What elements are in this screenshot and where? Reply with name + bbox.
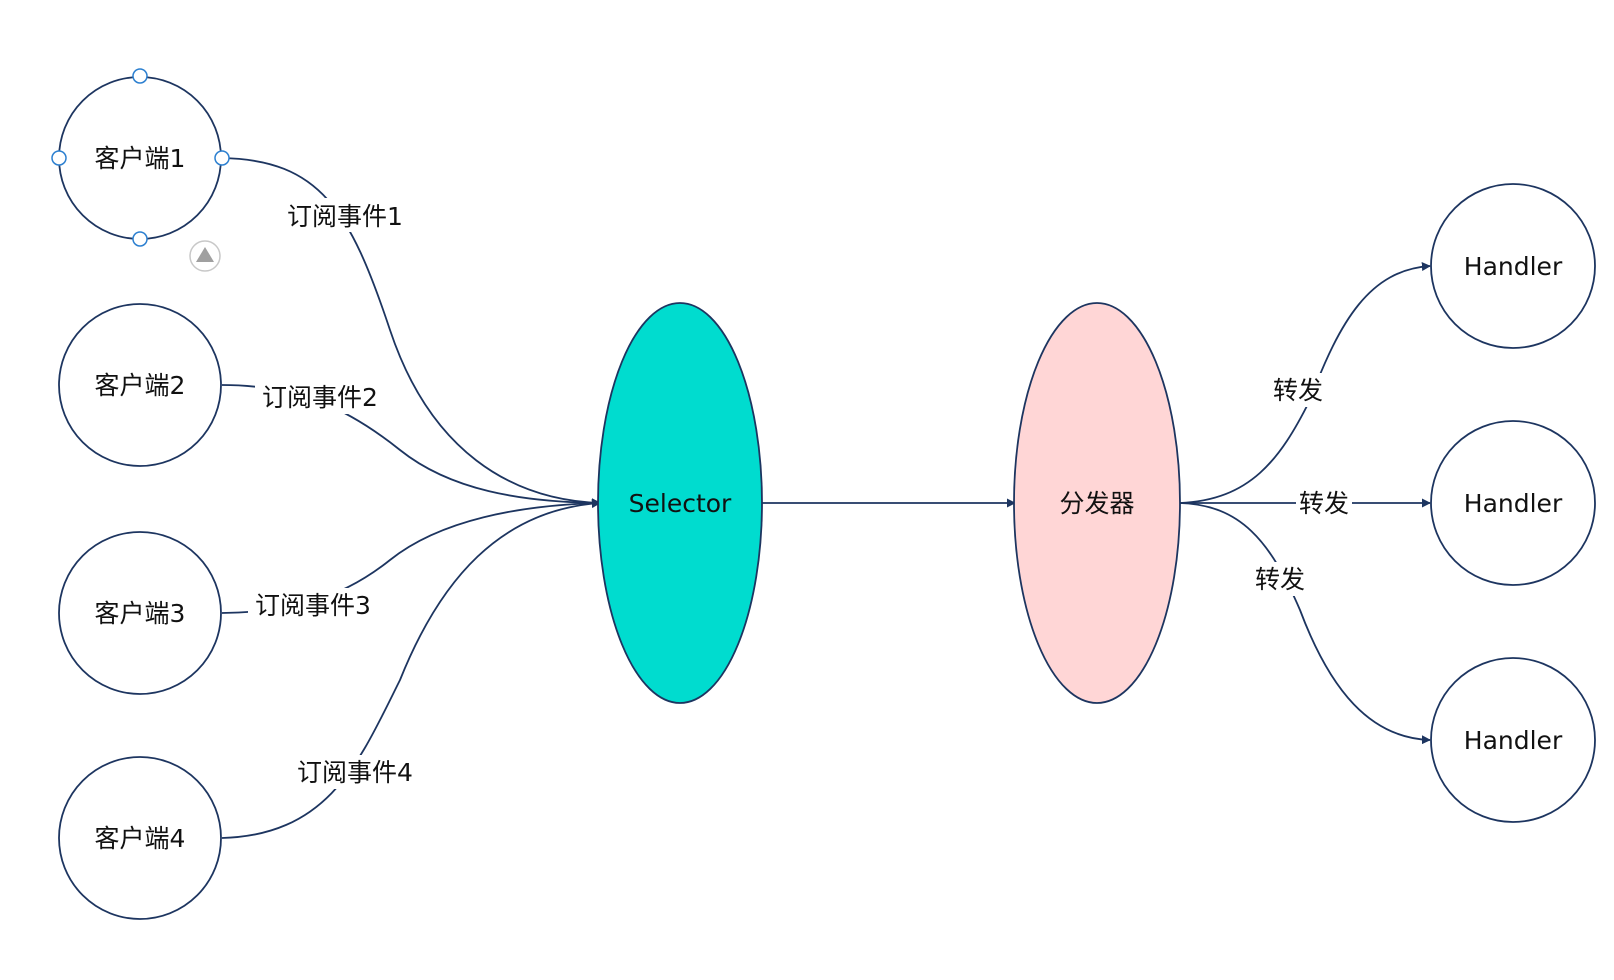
dispatcher-node-label: 分发器	[1059, 489, 1134, 518]
handler-node-3[interactable]: Handler	[1430, 657, 1596, 823]
edge-label-subscribe4: 订阅事件4	[297, 758, 413, 787]
client-node-4-label: 客户端4	[95, 824, 186, 853]
selection-handle-icon[interactable]	[51, 150, 67, 166]
handler-node-2[interactable]: Handler	[1430, 420, 1596, 586]
client-node-3[interactable]: 客户端3	[58, 531, 222, 695]
edge-client4-selector[interactable]	[221, 499, 601, 839]
selection-handle-icon[interactable]	[214, 150, 230, 166]
edge-labels: 订阅事件1 订阅事件2 订阅事件3 订阅事件4 转发 转发 转发	[248, 198, 1352, 789]
selection-handles	[51, 68, 230, 247]
client-node-2-label: 客户端2	[95, 371, 186, 400]
handler-node-3-label: Handler	[1464, 726, 1563, 755]
dispatcher-node[interactable]: 分发器	[1013, 302, 1181, 704]
edge-label-forward2: 转发	[1299, 489, 1349, 518]
client-node-2[interactable]: 客户端2	[58, 303, 222, 467]
handler-node-2-label: Handler	[1464, 489, 1563, 518]
handler-node-1-label: Handler	[1464, 252, 1563, 281]
triangle-up-icon[interactable]	[189, 240, 221, 272]
handler-nodes: Handler Handler Handler	[1430, 183, 1596, 823]
edge-label-forward3: 转发	[1255, 565, 1305, 594]
edge-client1-selector[interactable]	[221, 157, 601, 508]
client-node-3-label: 客户端3	[95, 599, 186, 628]
client-node-4[interactable]: 客户端4	[58, 756, 222, 920]
edge-dispatcher-handler3[interactable]	[1179, 502, 1431, 745]
edge-label-subscribe1: 订阅事件1	[287, 202, 403, 231]
edge-label-forward1: 转发	[1273, 376, 1323, 405]
client-node-1[interactable]: 客户端1	[58, 76, 222, 240]
selection-handle-icon[interactable]	[132, 231, 148, 247]
edge-label-subscribe2: 订阅事件2	[262, 383, 378, 412]
edges	[221, 157, 1431, 839]
client-nodes: 客户端1 客户端2 客户端3 客户端4	[58, 76, 222, 920]
selector-node[interactable]: Selector	[597, 302, 763, 704]
handler-node-1[interactable]: Handler	[1430, 183, 1596, 349]
client-node-1-label: 客户端1	[95, 144, 186, 173]
edge-label-subscribe3: 订阅事件3	[255, 591, 371, 620]
selector-node-label: Selector	[629, 489, 732, 518]
selection-handle-icon[interactable]	[132, 68, 148, 84]
